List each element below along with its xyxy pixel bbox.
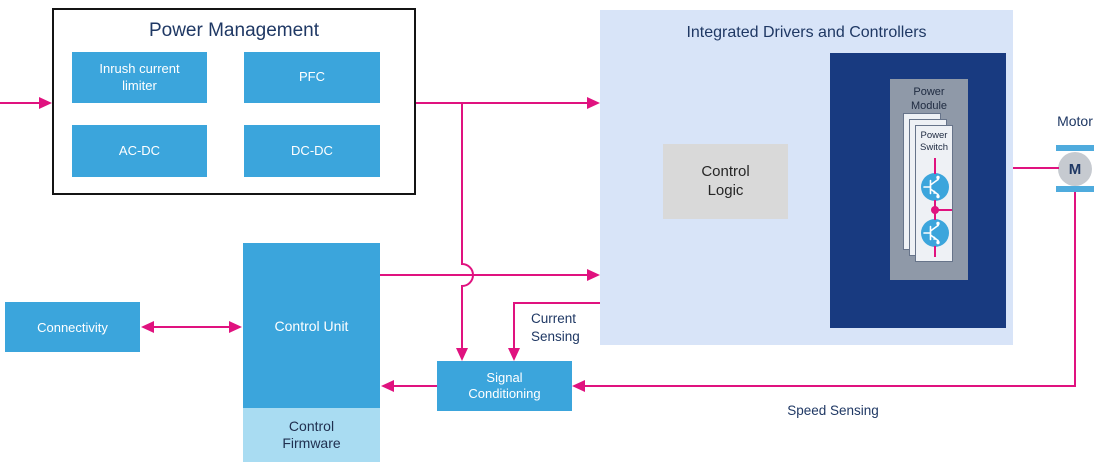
power-management-title: Power Management	[148, 20, 320, 41]
control-logic-box: Control Logic	[663, 144, 788, 219]
power-switch-card: Power Switch	[915, 125, 953, 262]
block-pfc: PFC	[244, 52, 380, 103]
arrowhead-connectivity-right	[229, 321, 242, 333]
control-firmware-box: Control Firmware	[243, 408, 380, 462]
drivers-controllers-panel: Integrated Drivers and Controllers Contr…	[600, 10, 1013, 345]
connectivity-box: Connectivity	[5, 302, 140, 352]
power-switch-label: Power Switch	[920, 130, 948, 153]
block-label: DC-DC	[291, 142, 333, 158]
motor-terminal-top	[1056, 145, 1094, 151]
block-ac-dc: AC-DC	[72, 125, 207, 177]
block-label: PFC	[299, 69, 325, 85]
arrowhead-branch-to-signal-conditioning	[456, 348, 468, 361]
line-branch-to-signal-conditioning	[461, 103, 474, 348]
arrowhead-pm-to-drivers	[587, 97, 600, 109]
power-management-box: Power Management Inrush current limiter …	[52, 8, 416, 195]
signal-conditioning-box: Signal Conditioning	[437, 361, 572, 411]
current-sensing-label: Current Sensing	[531, 311, 580, 344]
power-module-label: Power Module	[910, 86, 948, 112]
motor-terminal-bottom	[1056, 186, 1094, 192]
power-module-box: Power Module Power Switch	[890, 79, 968, 280]
block-label: Inrush current limiter	[99, 61, 180, 93]
arrowhead-sc-to-cu	[381, 380, 394, 392]
arrowhead-cu-to-drivers	[587, 269, 600, 281]
signal-conditioning-label: Signal Conditioning	[468, 369, 541, 401]
control-logic-label: Control Logic	[701, 162, 750, 199]
control-unit-box: Control Unit	[243, 243, 380, 408]
transistor-icon	[921, 173, 949, 201]
arrowhead-input-power	[39, 97, 52, 109]
power-stage-box: Power Module Power Switch	[830, 53, 1006, 328]
drivers-controllers-title: Integrated Drivers and Controllers	[686, 24, 927, 41]
arrowhead-speed-sensing	[572, 380, 585, 392]
motor-label: Motor	[1057, 113, 1093, 129]
arrowhead-connectivity-left	[141, 321, 154, 333]
control-firmware-label: Control Firmware	[282, 417, 341, 452]
block-label: AC-DC	[118, 142, 161, 158]
transistor-icon	[921, 219, 949, 247]
motor-icon: M	[1058, 152, 1092, 186]
block-dc-dc: DC-DC	[244, 125, 380, 177]
speed-sensing-label: Speed Sensing	[787, 403, 879, 418]
block-inrush-current-limiter: Inrush current limiter	[72, 52, 207, 103]
arrowhead-current-sensing	[508, 348, 520, 361]
